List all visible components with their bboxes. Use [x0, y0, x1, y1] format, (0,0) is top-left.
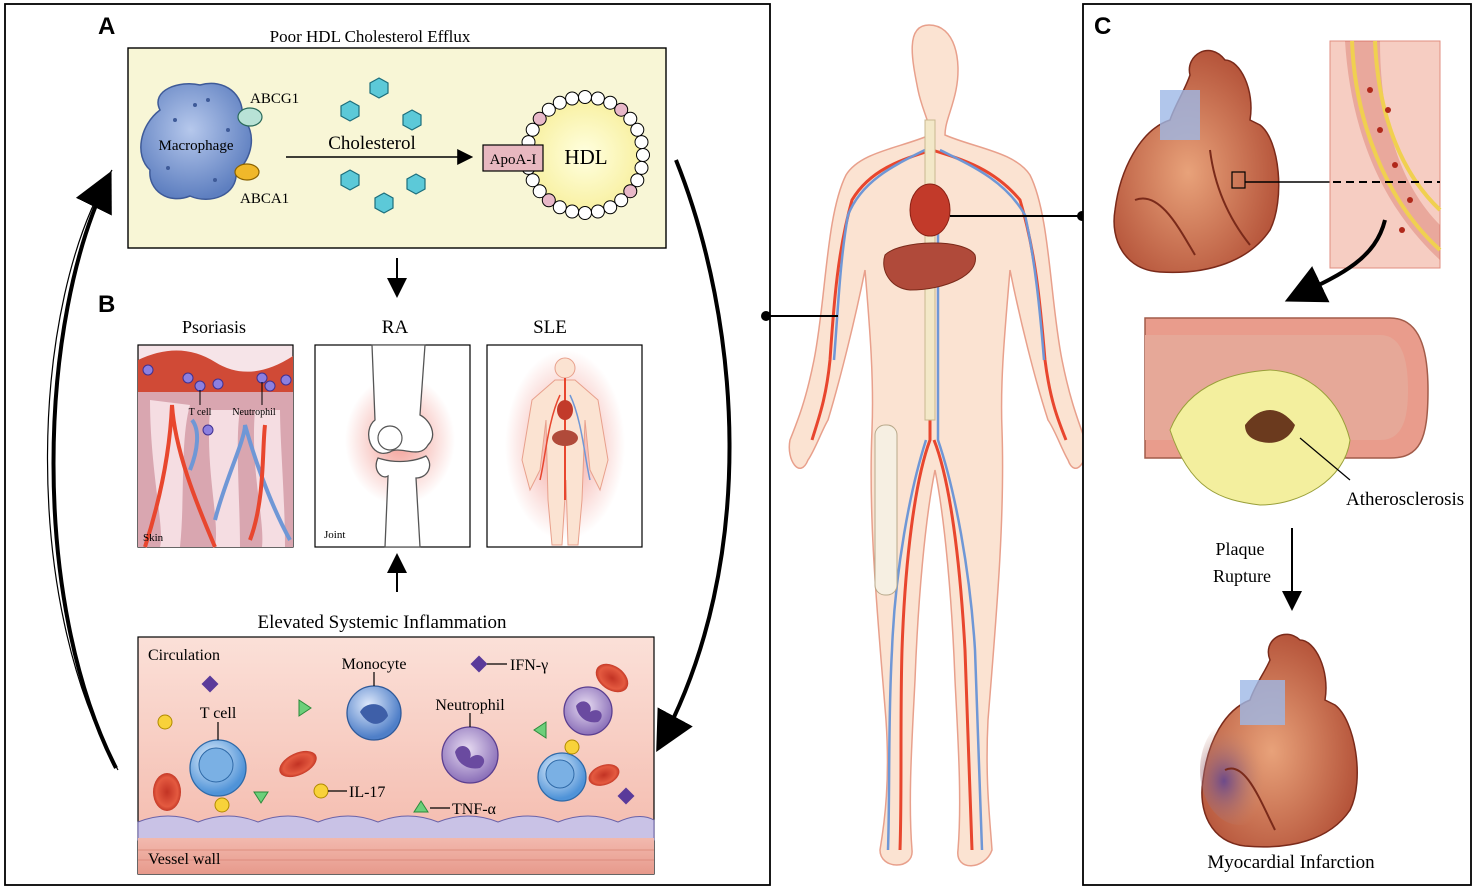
plaque-vessel-illustration	[1144, 317, 1429, 506]
psoriasis-title: Psoriasis	[182, 317, 246, 337]
hdl-phospholipid-bead	[525, 122, 540, 137]
hdl-phospholipid-bead	[590, 204, 605, 219]
hdl-phospholipid-bead	[552, 200, 567, 215]
infarcted-heart-illustration	[1200, 633, 1358, 848]
il17-label: IL-17	[349, 784, 385, 801]
red-blood-cells	[153, 663, 629, 811]
abcg1-label: ABCG1	[250, 91, 299, 107]
curve-arrow-to-plaque	[1284, 219, 1387, 303]
hdl-phospholipid-bead	[614, 193, 629, 208]
hdl-phospholipid-bead	[614, 102, 629, 117]
neutrophil-cell-2	[563, 686, 613, 736]
macrophage-label: Macrophage	[159, 138, 234, 154]
circulation-label: Circulation	[148, 647, 220, 664]
neutrophil-cell	[441, 713, 499, 784]
hdl-label: HDL	[564, 145, 607, 169]
apoa1-label: ApoA-I	[490, 152, 537, 168]
cycle-arrow-thin	[46, 169, 119, 771]
monocyte-label: Monocyte	[342, 656, 407, 673]
hdl-phospholipid-bead	[623, 111, 638, 126]
cholesterol-label: Cholesterol	[328, 133, 416, 154]
apoa1-box	[482, 144, 544, 172]
hdl-phospholipid-bead	[603, 200, 618, 215]
hdl-phospholipid-bead	[525, 173, 540, 188]
rupture-label: Rupture	[1213, 566, 1271, 586]
atherosclerosis-pointer	[1299, 437, 1351, 481]
psoriasis-illustration	[137, 344, 294, 548]
hdl-phospholipid-bead	[630, 173, 645, 188]
cycle-arrow-right	[656, 159, 732, 753]
atherosclerosis-label: Atherosclerosis	[1346, 489, 1464, 510]
connector-left-dot	[761, 311, 771, 321]
psoriasis-neutrophil-label: Neutrophil	[232, 407, 276, 418]
panel-a-title: Poor HDL Cholesterol Efflux	[270, 27, 471, 46]
skin-label: Skin	[143, 532, 164, 544]
hdl-phospholipid-bead	[578, 206, 592, 220]
abcg1-transporter	[237, 107, 263, 127]
sle-body-illustration	[486, 344, 643, 548]
tnf-alpha-label: TNF-α	[452, 801, 497, 818]
psoriasis-tcell-label: T cell	[189, 407, 212, 418]
hdl-phospholipid-bead	[636, 148, 650, 162]
hdl-phospholipid-bead	[634, 135, 649, 150]
hdl-phospholipid-bead	[541, 193, 556, 208]
t-cell-label: T cell	[200, 705, 237, 722]
plaque-label: Plaque	[1216, 539, 1265, 559]
t-cell	[189, 722, 247, 797]
panel-b-letter: B	[98, 291, 115, 318]
hdl-phospholipid-bead	[541, 102, 556, 117]
heart-illustration	[1113, 49, 1280, 274]
hdl-phospholipid-bead	[532, 111, 547, 126]
hdl-phospholipid-bead	[565, 204, 580, 219]
ra-title: RA	[382, 317, 409, 338]
cytokine-markers	[157, 655, 635, 813]
hdl-phospholipid-bead	[578, 90, 592, 104]
artery-zoom-illustration	[1329, 40, 1442, 269]
hdl-phospholipid-bead	[603, 95, 618, 110]
abca1-transporter	[234, 163, 260, 181]
hdl-particle	[520, 90, 650, 220]
hdl-phospholipid-bead	[634, 160, 649, 175]
mi-label: Myocardial Infarction	[1207, 852, 1375, 873]
ifn-gamma-label: IFN-γ	[510, 657, 548, 674]
human-body-illustration	[788, 24, 1087, 867]
joint-label: Joint	[324, 529, 345, 541]
ra-joint-illustration	[314, 344, 471, 548]
panel-a-letter: A	[98, 13, 115, 40]
monocyte-cell	[346, 672, 402, 741]
hdl-phospholipid-bead	[532, 184, 547, 199]
hdl-phospholipid-bead	[565, 91, 580, 106]
neutrophil-label: Neutrophil	[435, 697, 505, 714]
vessel-wall-label: Vessel wall	[148, 851, 221, 868]
cholesterol-molecules	[340, 77, 426, 214]
panel-c-letter: C	[1094, 13, 1111, 40]
hdl-phospholipid-bead	[590, 91, 605, 106]
hdl-phospholipid-bead	[623, 184, 638, 199]
abca1-label: ABCA1	[240, 191, 289, 207]
sle-title: SLE	[533, 317, 567, 338]
cycle-arrow-left	[51, 170, 118, 769]
inflammation-title: Elevated Systemic Inflammation	[257, 612, 507, 633]
t-cell-2	[537, 752, 587, 802]
hdl-phospholipid-bead	[552, 95, 567, 110]
hdl-phospholipid-bead	[630, 122, 645, 137]
